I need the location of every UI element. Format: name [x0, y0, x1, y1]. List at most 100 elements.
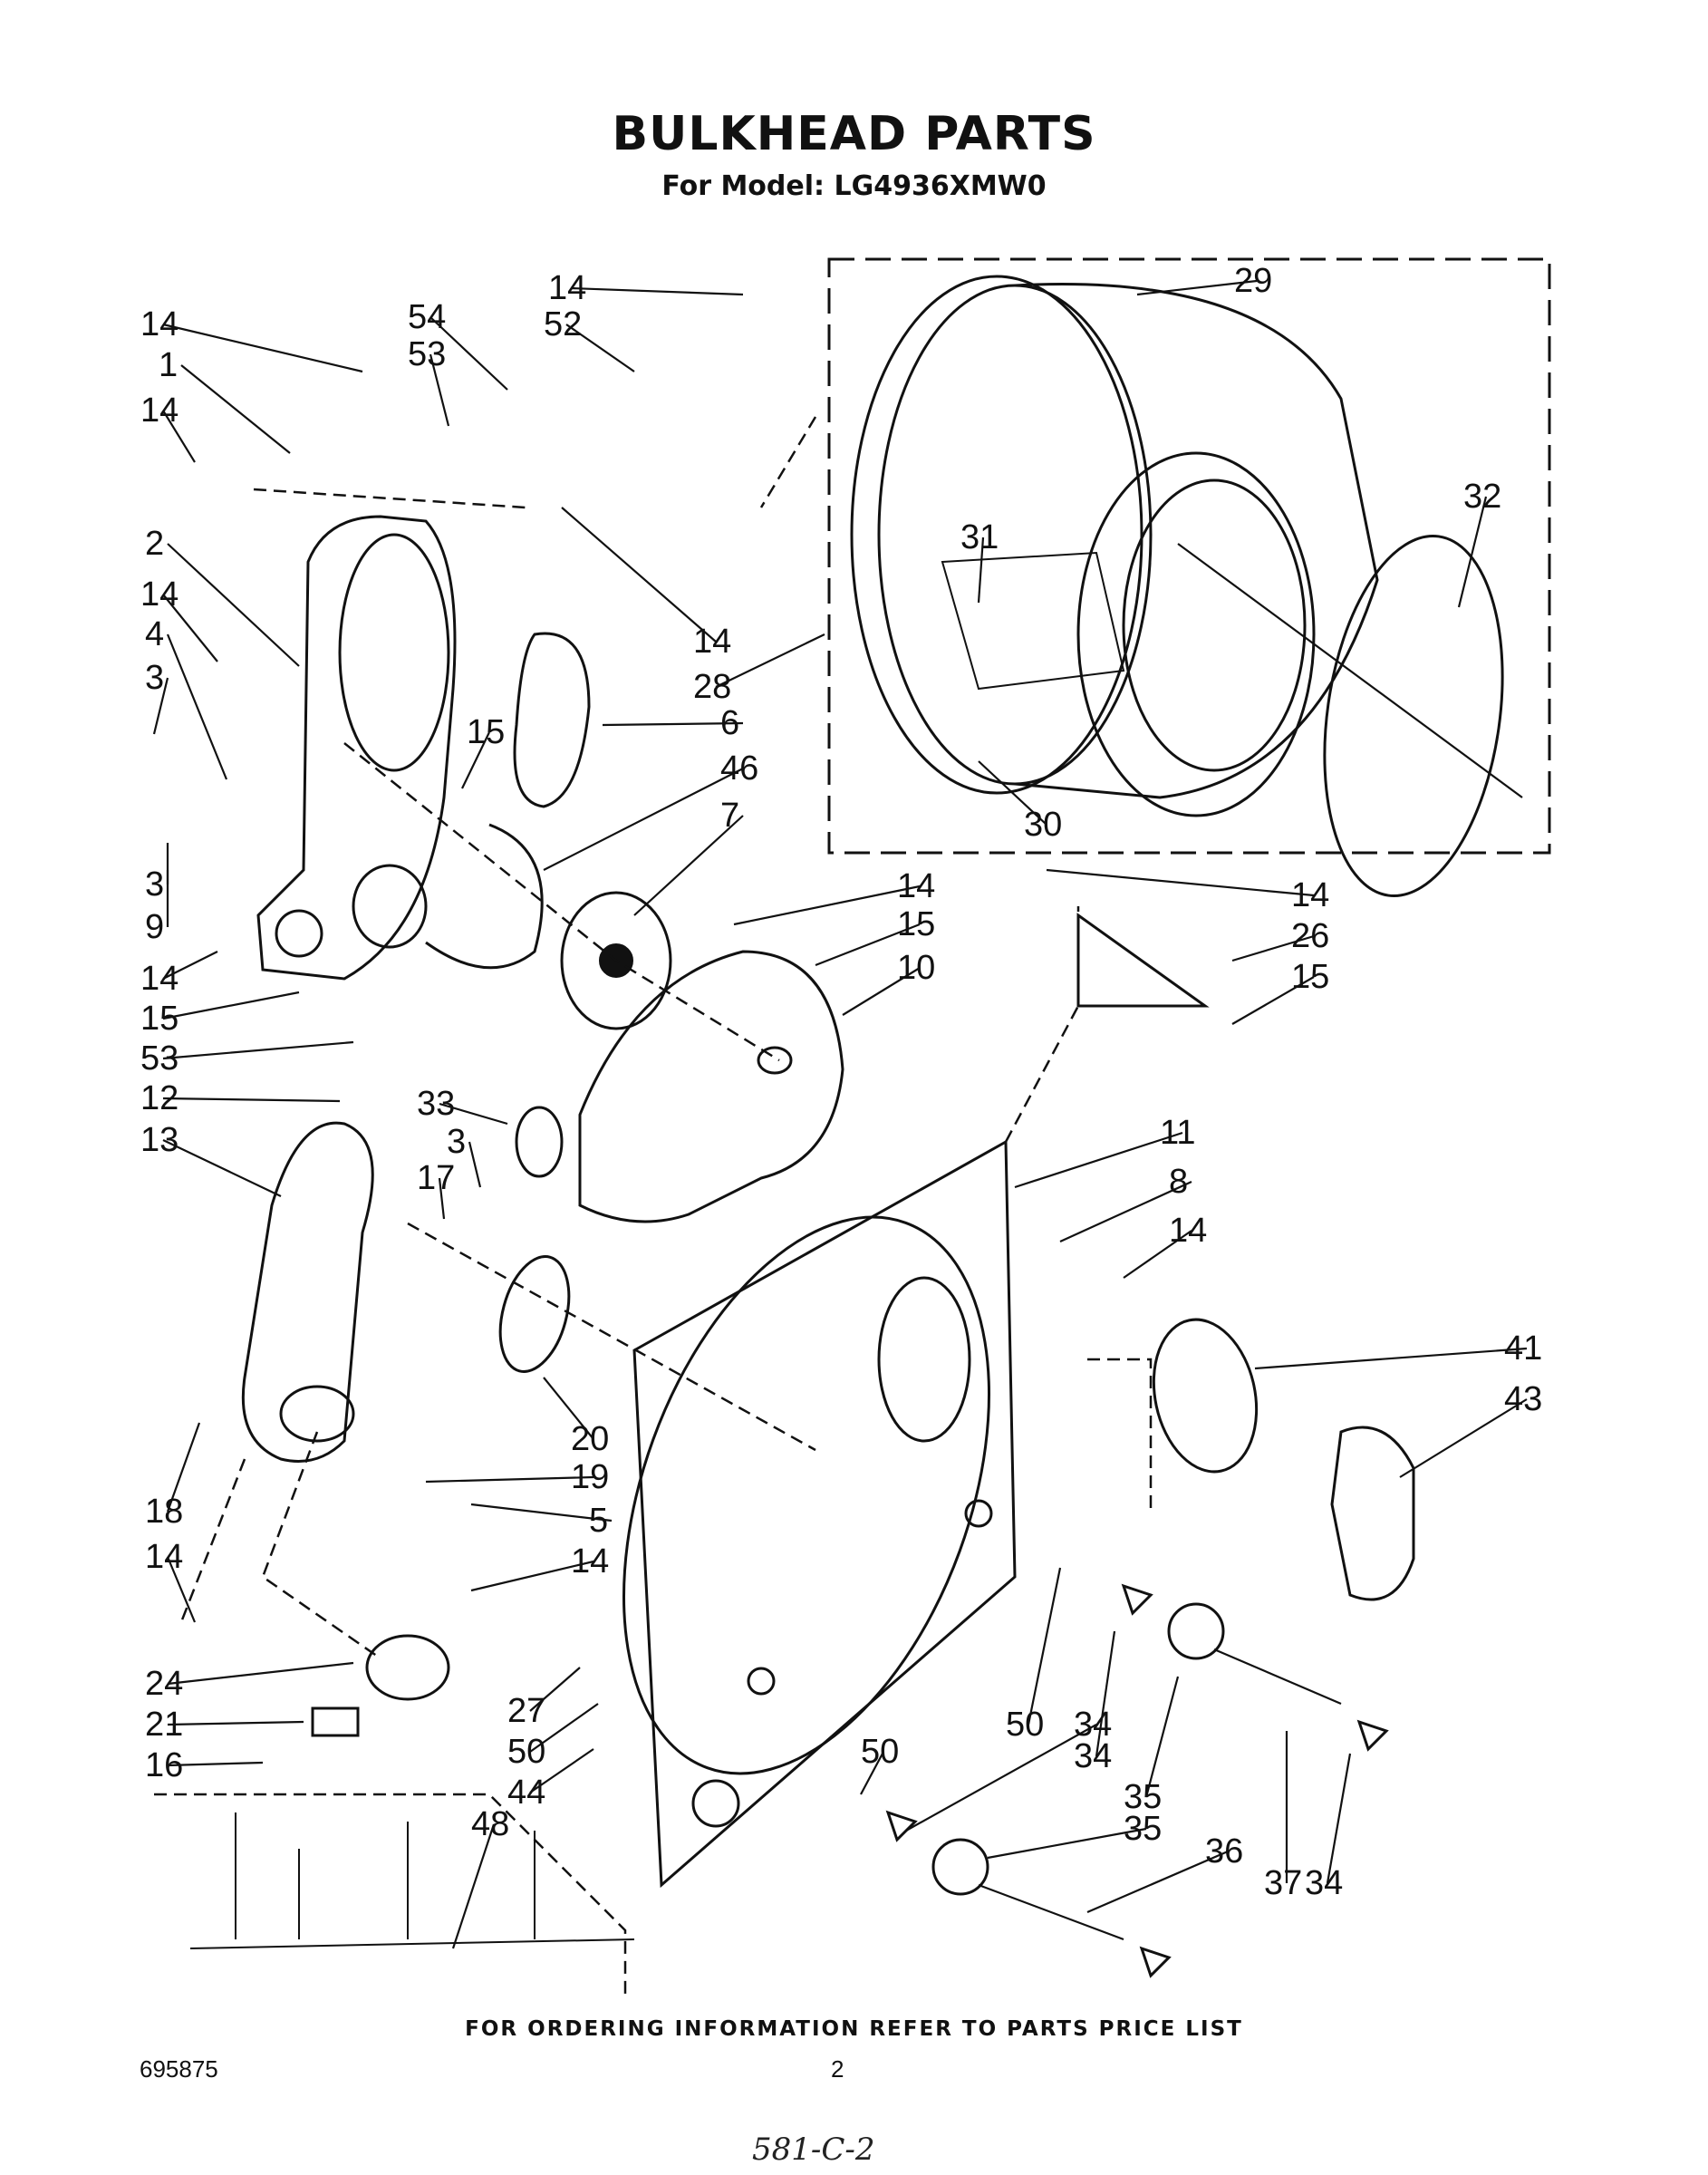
callout-label-14: 14 [693, 623, 731, 661]
lint-filter-housing [1152, 1318, 1259, 1474]
callout-label-3: 3 [145, 865, 164, 904]
callout-leader-46 [543, 768, 744, 871]
lint-filter-cover [1330, 1426, 1415, 1601]
callout-leader-32 [1457, 496, 1488, 608]
roller-clip-lower [885, 1810, 918, 1842]
callout-label-34: 34 [1074, 1737, 1112, 1775]
callout-label-43: 43 [1504, 1380, 1542, 1418]
callout-leader-14 [162, 410, 196, 463]
callout-label-5: 5 [589, 1502, 608, 1540]
filter-screen [498, 1255, 571, 1373]
terminal-block [311, 1706, 360, 1737]
callout-label-35: 35 [1124, 1810, 1162, 1848]
drum-roller-upper [1167, 1602, 1225, 1660]
callout-label-4: 4 [145, 615, 164, 653]
document-number: 695875 [140, 2055, 218, 2083]
callout-leader-26 [1231, 934, 1315, 962]
callout-leader-27 [529, 1667, 581, 1712]
drum-seal-ring [1323, 535, 1504, 897]
callout-leader-36 [1086, 1850, 1229, 1914]
callout-leader-15 [1231, 976, 1315, 1025]
roller-clip-upper [1121, 1583, 1153, 1616]
callout-label-18: 18 [145, 1493, 183, 1531]
callout-leader-19 [425, 1475, 594, 1484]
model-subtitle: For Model: LG4936XMW0 [661, 170, 1047, 202]
callout-label-53: 53 [408, 335, 446, 373]
callout-label-8: 8 [1169, 1163, 1188, 1201]
callout-leader-14 [733, 884, 921, 926]
callout-leader-5 [470, 1503, 613, 1522]
lint-duct [241, 1121, 374, 1463]
callout-label-52: 52 [544, 305, 582, 343]
callout-label-54: 54 [408, 298, 446, 336]
callout-label-21: 21 [145, 1706, 183, 1744]
callout-leader-14 [162, 594, 218, 662]
callout-label-16: 16 [145, 1746, 183, 1784]
callout-leader-30 [978, 760, 1047, 826]
callout-label-36: 36 [1205, 1832, 1243, 1870]
callout-leader-12 [162, 1097, 341, 1103]
callout-label-17: 17 [417, 1159, 455, 1197]
callout-label-3: 3 [447, 1123, 466, 1161]
callout-leader-15 [162, 991, 300, 1020]
page-title: BULKHEAD PARTS [612, 107, 1096, 161]
callout-leader-33 [439, 1102, 508, 1126]
callout-label-14: 14 [1291, 876, 1329, 914]
callout-label-29: 29 [1234, 262, 1272, 300]
callout-leader-14 [470, 1560, 594, 1592]
callout-label-14: 14 [897, 867, 935, 905]
callout-leader-1 [180, 364, 291, 454]
callout-label-14: 14 [145, 1538, 183, 1576]
callout-leader-34 [1095, 1630, 1116, 1757]
callout-label-35: 35 [1124, 1778, 1162, 1816]
callout-label-46: 46 [720, 749, 758, 788]
callout-leader-3 [468, 1141, 482, 1188]
bulkhead-seal [513, 632, 591, 808]
callout-leader-24 [167, 1661, 354, 1686]
callout-leader-31 [977, 536, 985, 604]
callout-label-27: 27 [507, 1692, 545, 1730]
page-number: 2 [831, 2055, 844, 2083]
callout-leader-44 [529, 1748, 594, 1793]
callout-leader-50 [529, 1703, 599, 1753]
door-switch [365, 1634, 450, 1701]
callout-leader-53 [162, 1040, 354, 1060]
callout-leader-2 [167, 543, 300, 667]
callout-label-14: 14 [571, 1542, 609, 1580]
callout-leader-17 [438, 1177, 446, 1220]
duct-grommet [515, 1106, 564, 1178]
callout-leader-34 [1326, 1753, 1352, 1884]
callout-leader-14 [166, 1556, 197, 1623]
ring-seal [425, 823, 544, 970]
callout-label-14: 14 [548, 269, 586, 307]
callout-label-12: 12 [140, 1079, 179, 1117]
callout-leader-41 [1254, 1347, 1528, 1370]
callout-leader-14 [162, 951, 218, 980]
callout-leader-53 [429, 353, 450, 427]
callout-label-33: 33 [417, 1085, 455, 1123]
callout-leader-14 [162, 323, 363, 373]
callout-leader-50 [1027, 1567, 1062, 1726]
callout-label-34: 34 [1305, 1864, 1343, 1902]
callout-label-37: 37 [1264, 1864, 1302, 1902]
callout-label-50: 50 [861, 1733, 899, 1771]
drum [850, 275, 1523, 817]
callout-leader-43 [1399, 1398, 1528, 1478]
callout-label-14: 14 [140, 305, 179, 343]
callout-label-15: 15 [140, 1000, 179, 1038]
roller-clip-right [1356, 1719, 1389, 1752]
callout-label-48: 48 [471, 1805, 509, 1843]
blower-housing [578, 950, 844, 1223]
callout-leader-20 [543, 1377, 594, 1440]
roller-clip-bottom [1139, 1946, 1172, 1978]
callout-label-26: 26 [1291, 917, 1329, 955]
rear-bulkhead-panel [256, 515, 457, 981]
callout-leader-8 [1059, 1180, 1192, 1243]
callout-leader-4 [166, 633, 228, 780]
callout-label-24: 24 [145, 1665, 183, 1703]
callout-leader-14 [1046, 868, 1315, 897]
callout-label-14: 14 [1169, 1212, 1207, 1250]
